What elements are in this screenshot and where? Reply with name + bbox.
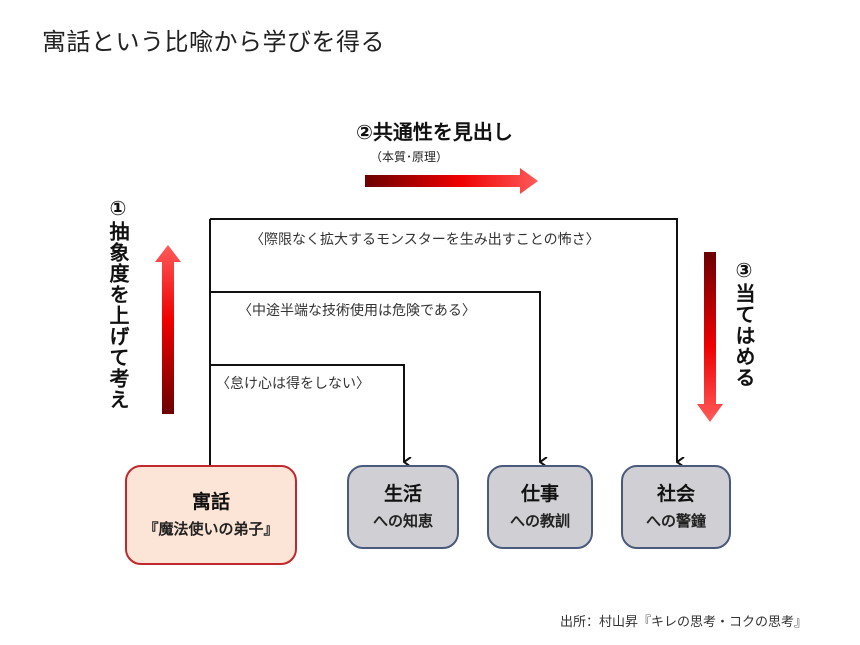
step2-sublabel: （本質･原理）	[370, 150, 449, 164]
target-box-work: 仕事 への教訓	[487, 465, 593, 549]
step2-label: ②共通性を見出し	[356, 120, 513, 144]
page-title: 寓話という比喩から学びを得る	[42, 28, 385, 56]
source-box-fable: 寓話 『魔法使いの弟子』	[125, 465, 297, 565]
step3-label: ③当てはめる	[732, 258, 756, 388]
lesson-middle: 〈中途半端な技術使用は危険である〉	[238, 303, 476, 319]
source-box-title: 寓話	[191, 491, 230, 513]
source-box-subtitle: 『魔法使いの弟子』	[143, 520, 279, 538]
lesson-outer: 〈際限なく拡大するモンスターを生み出すことの怖さ〉	[250, 232, 600, 248]
step1-arrow	[155, 245, 181, 414]
step1-label: ①抽象度を上げて考え	[106, 196, 130, 410]
target-box-subtitle: への知恵	[372, 512, 433, 530]
target-box-society: 社会 への警鐘	[621, 465, 731, 549]
step2-arrow	[365, 168, 538, 194]
target-box-subtitle: への警鐘	[645, 512, 706, 530]
connector-outer	[210, 218, 677, 462]
target-box-life: 生活 への知恵	[347, 465, 459, 549]
lesson-inner: 〈怠け心は得をしない〉	[216, 376, 370, 392]
step3-arrow	[697, 252, 723, 422]
target-box-title: 仕事	[520, 483, 559, 505]
target-box-title: 社会	[656, 483, 695, 505]
connector-inner	[210, 364, 404, 462]
target-box-title: 生活	[383, 483, 422, 505]
connector-middle	[210, 291, 540, 462]
target-box-subtitle: への教訓	[509, 512, 570, 530]
source-credit: 出所：村山昇『キレの思考・コクの思考』	[560, 615, 808, 630]
